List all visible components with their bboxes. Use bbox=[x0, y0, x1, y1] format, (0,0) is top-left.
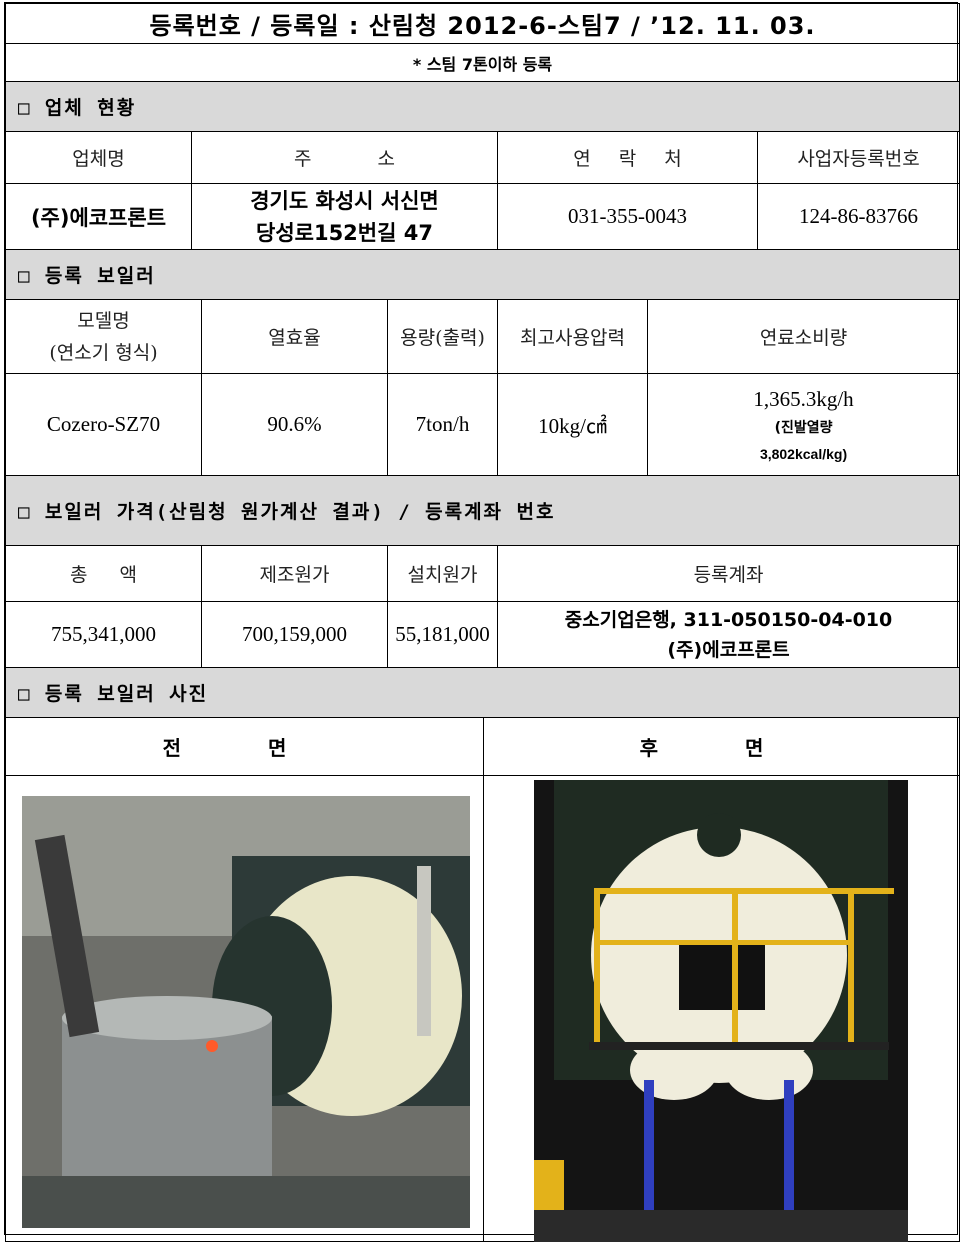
registration-table: 등록번호 / 등록일 : 산림청 2012-6-스팀7 / ’12. 11. 0… bbox=[4, 3, 961, 1242]
section-boiler-photos: □ 등록 보일러 사진 bbox=[4, 667, 961, 718]
boiler-efficiency: 90.6% bbox=[201, 373, 388, 476]
header-installation-cost: 설치원가 bbox=[387, 545, 498, 602]
header-company-name: 업체명 bbox=[5, 131, 192, 184]
section-company-status: □ 업체 현황 bbox=[4, 81, 961, 132]
registered-account: 중소기업은행, 311-050150-04-010 (주)에코프론트 bbox=[496, 601, 961, 668]
header-max-pressure: 최고사용압력 bbox=[497, 299, 648, 374]
company-business-number: 124-86-83766 bbox=[756, 183, 961, 250]
boiler-model: Cozero-SZ70 bbox=[5, 373, 202, 476]
address-line-2: 당성로152번길 47 bbox=[256, 220, 433, 245]
fuel-heating-value: 3,802kcal/kg) bbox=[759, 445, 848, 462]
rear-photo-cell bbox=[482, 775, 961, 1242]
header-business-number: 사업자등록번호 bbox=[756, 131, 961, 184]
header-contact: 연 락 처 bbox=[497, 131, 758, 184]
header-model: 모델명 (연소기 형식) bbox=[5, 299, 202, 374]
header-address: 주 소 bbox=[191, 131, 498, 184]
fuel-heating-value-label: (진발열량 bbox=[774, 419, 833, 436]
document-title: 등록번호 / 등록일 : 산림청 2012-6-스팀7 / ’12. 11. 0… bbox=[4, 3, 961, 44]
section-boiler-price: □ 보일러 가격(산림청 원가계산 결과) / 등록계좌 번호 bbox=[4, 475, 961, 546]
header-account: 등록계좌 bbox=[496, 545, 961, 602]
price-total: 755,341,000 bbox=[5, 601, 202, 668]
section-registered-boiler: □ 등록 보일러 bbox=[4, 249, 961, 300]
document-subtitle: * 스팀 7톤이하 등록 bbox=[4, 43, 961, 82]
boiler-capacity: 7ton/h bbox=[387, 373, 498, 476]
company-address: 경기도 화성시 서신면 당성로152번길 47 bbox=[191, 183, 498, 250]
account-number: 중소기업은행, 311-050150-04-010 bbox=[564, 608, 893, 631]
account-holder: (주)에코프론트 bbox=[667, 638, 790, 661]
boiler-max-pressure: 10kg/㎠ bbox=[497, 373, 648, 476]
header-efficiency: 열효율 bbox=[201, 299, 388, 374]
registration-document: 등록번호 / 등록일 : 산림청 2012-6-스팀7 / ’12. 11. 0… bbox=[4, 2, 961, 1242]
fuel-consumption-value: 1,365.3kg/h bbox=[753, 386, 854, 411]
header-manufacturing-cost: 제조원가 bbox=[201, 545, 388, 602]
front-photo-cell bbox=[5, 775, 484, 1242]
header-total-amount: 총 액 bbox=[5, 545, 202, 602]
header-model-line-2: (연소기 형식) bbox=[49, 341, 158, 364]
header-fuel-consumption: 연료소비량 bbox=[646, 299, 961, 374]
company-phone: 031-355-0043 bbox=[497, 183, 758, 250]
rear-boiler-illustration bbox=[534, 780, 908, 1242]
price-manufacturing: 700,159,000 bbox=[201, 601, 388, 668]
header-front-photo: 전 면 bbox=[5, 717, 484, 776]
header-capacity: 용량(출력) bbox=[387, 299, 498, 374]
header-rear-photo: 후 면 bbox=[482, 717, 961, 776]
header-model-line-1: 모델명 bbox=[77, 309, 130, 332]
boiler-fuel-consumption: 1,365.3kg/h (진발열량 3,802kcal/kg) bbox=[646, 373, 961, 476]
front-boiler-illustration bbox=[22, 796, 470, 1228]
price-installation: 55,181,000 bbox=[387, 601, 498, 668]
address-line-1: 경기도 화성시 서신면 bbox=[250, 188, 439, 213]
rear-boiler-photo bbox=[534, 780, 908, 1242]
front-boiler-photo bbox=[22, 796, 470, 1228]
company-name: (주)에코프론트 bbox=[5, 183, 192, 250]
